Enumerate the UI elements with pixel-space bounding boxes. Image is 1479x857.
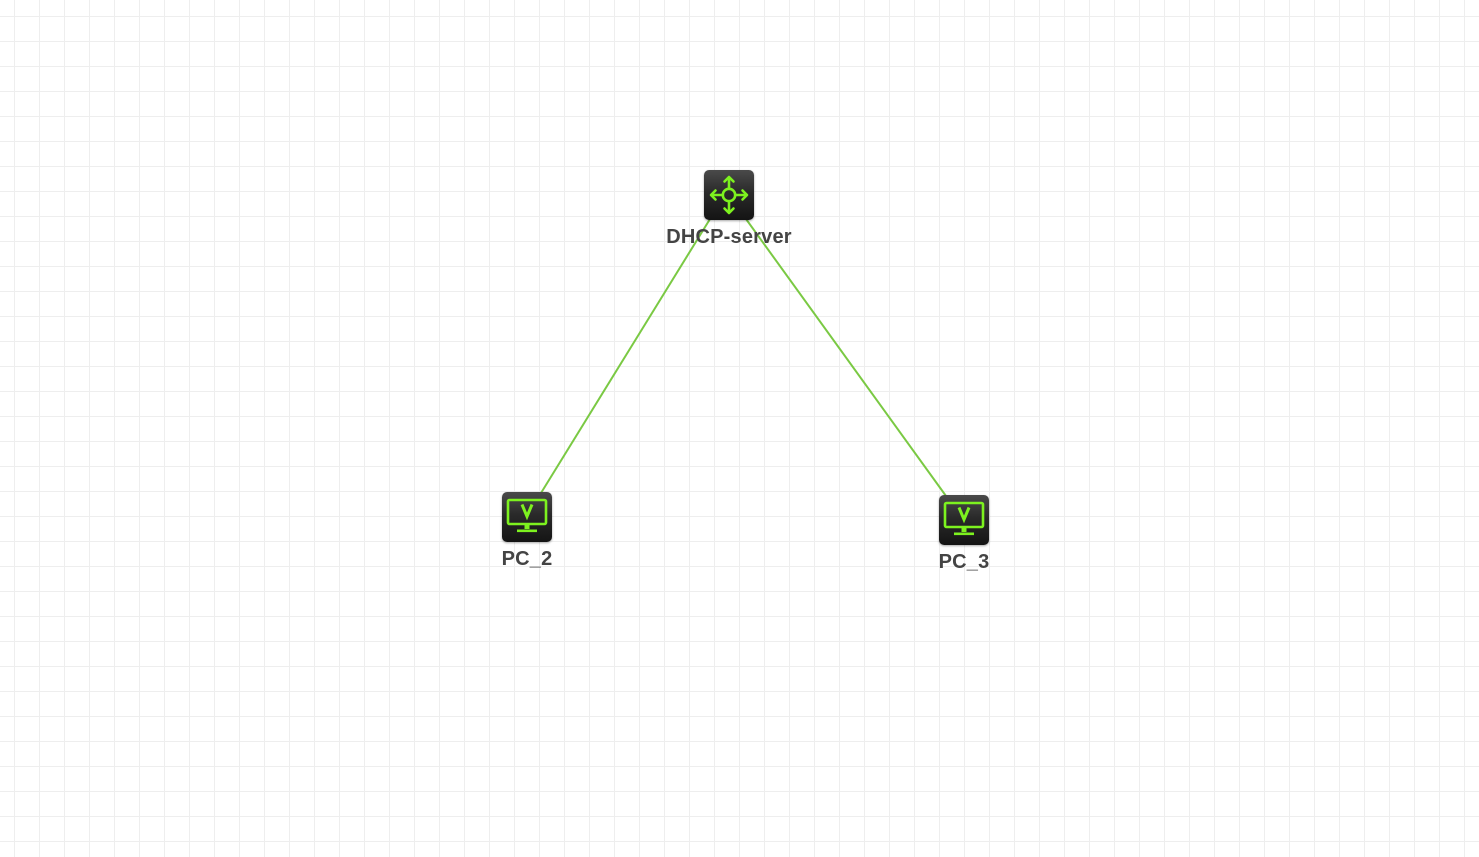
node-label-dhcp-server: DHCP-server [666,226,792,248]
link-dhcp-server-pc-3[interactable] [745,218,947,497]
monitor-icon[interactable] [502,492,552,542]
router-icon[interactable] [704,170,754,220]
node-label-pc-3: PC_3 [938,551,990,573]
link-dhcp-server-pc-2[interactable] [540,218,711,494]
monitor-icon[interactable] [939,495,989,545]
node-label-pc-2: PC_2 [501,548,553,570]
